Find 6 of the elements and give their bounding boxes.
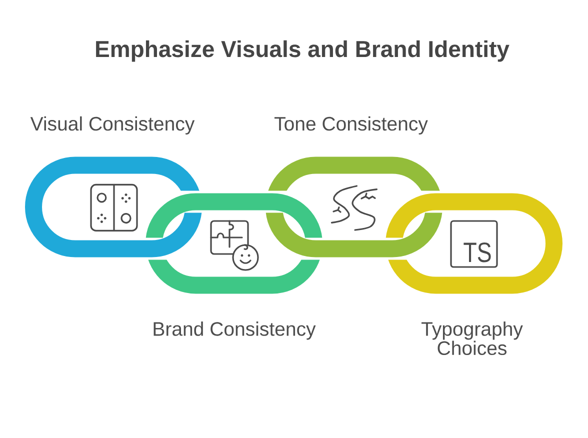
title: Emphasize Visuals and Brand Identity: [96, 40, 510, 62]
link-label: Tone Consistency: [274, 116, 428, 135]
link-label: Brand Consistency: [154, 322, 316, 340]
link-label: Visual Consistency: [30, 116, 195, 135]
link-label: Typography Choices: [422, 322, 523, 356]
letter-tile: TS: [450, 220, 498, 268]
